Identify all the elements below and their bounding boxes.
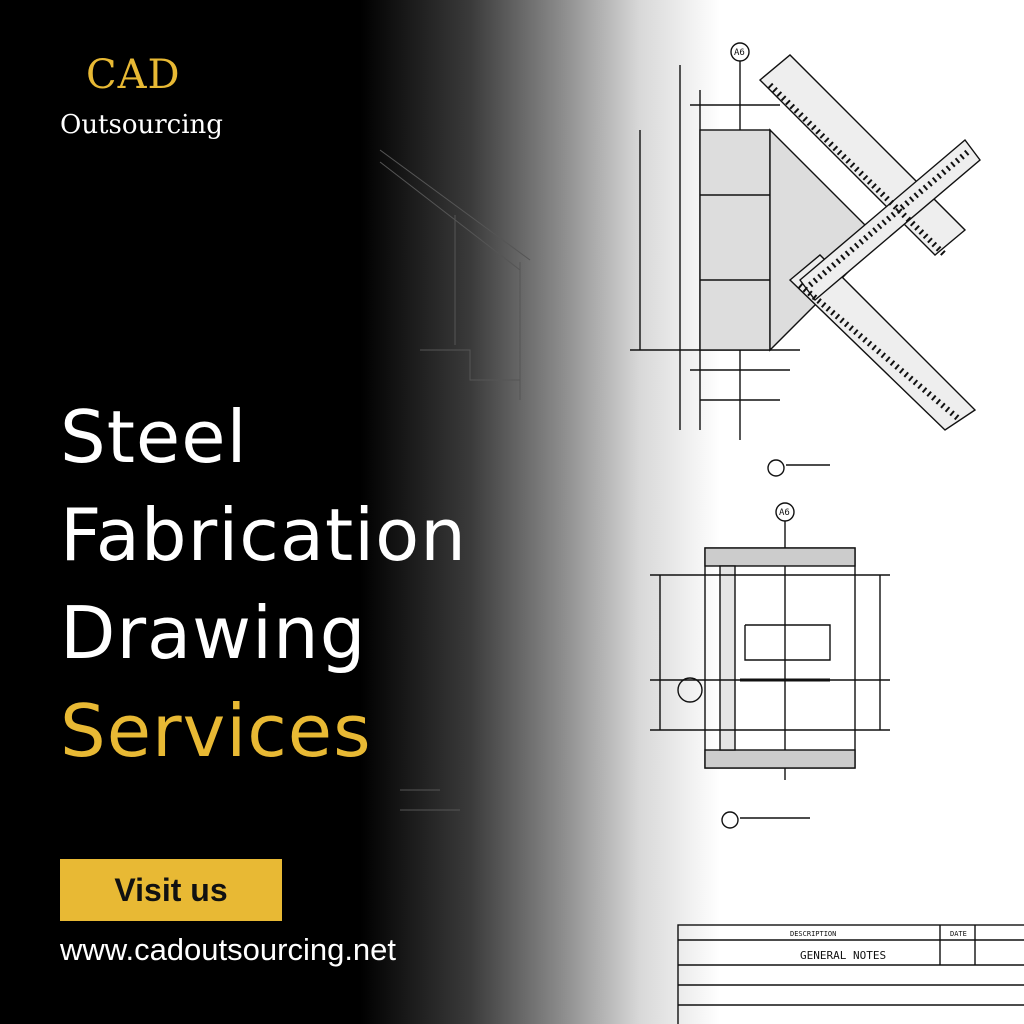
detail-tag-1: A6 [734,48,745,58]
title-block [677,924,1024,1024]
headline-line-4: Services [60,689,372,773]
title-block-header: GENERAL NOTES [800,949,886,962]
brand-logo-outsourcing: Outsourcing [60,110,223,140]
headline-line-2: Fabrication [60,493,467,577]
headline-line-1: Steel [60,395,248,479]
brand-logo-cad: CAD [86,52,181,98]
headline-line-3: Drawing [60,591,367,675]
lower-screen-detail [650,502,890,829]
faint-stair-detail [379,149,531,811]
title-block-col-description: DESCRIPTION [790,930,836,938]
upper-stair-detail [630,42,981,477]
detail-tag-2: A6 [779,508,790,518]
title-block-col-date: DATE [950,930,967,938]
headline: Steel Fabrication Drawing Services [60,388,467,780]
visit-us-button[interactable]: Visit us [60,859,282,921]
website-link[interactable]: www.cadoutsourcing.net [60,932,397,967]
